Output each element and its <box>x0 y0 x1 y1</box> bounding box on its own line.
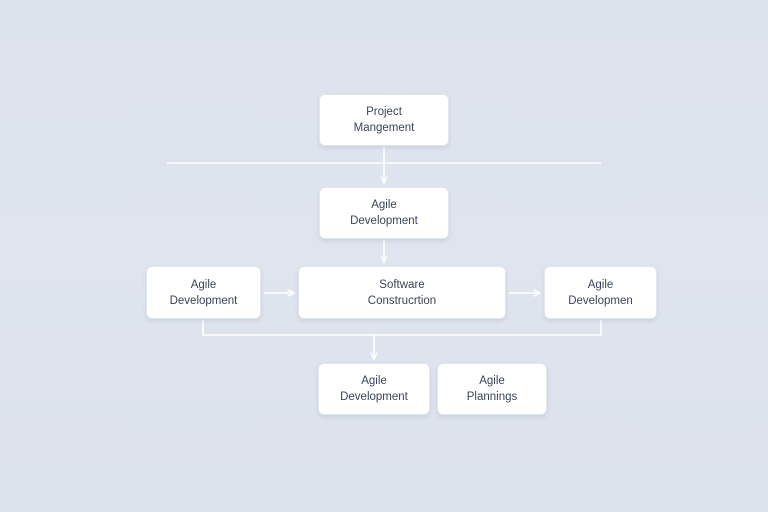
node-label: Software <box>379 278 425 291</box>
bottom-bracket-line <box>202 320 602 336</box>
node-agile-development-right[interactable]: Agile Developmen <box>544 266 657 319</box>
node-label: Developmen <box>568 294 633 307</box>
node-agile-planning[interactable]: Agile Plannings <box>437 363 547 415</box>
node-label: Agile <box>361 375 387 387</box>
node-label: Development <box>340 391 408 403</box>
node-label: Construcrtion <box>367 294 437 307</box>
node-project-management[interactable]: Project Mangement <box>319 94 449 146</box>
node-label: Agile <box>371 199 397 211</box>
node-label: Development <box>169 294 238 307</box>
node-label: Plannings <box>466 391 518 403</box>
node-label: Agile <box>587 278 614 291</box>
node-agile-development-left[interactable]: Agile Development <box>146 266 261 319</box>
node-label: Mangement <box>353 122 415 134</box>
node-agile-development-bottom[interactable]: Agile Development <box>318 363 430 415</box>
node-label: Agile <box>190 278 217 291</box>
node-label: Agile <box>479 375 505 387</box>
node-label: Development <box>350 215 418 227</box>
node-label: Project <box>366 106 402 118</box>
node-agile-development-top[interactable]: Agile Development <box>319 187 449 239</box>
node-software-construction[interactable]: Software Construcrtion <box>298 266 506 319</box>
